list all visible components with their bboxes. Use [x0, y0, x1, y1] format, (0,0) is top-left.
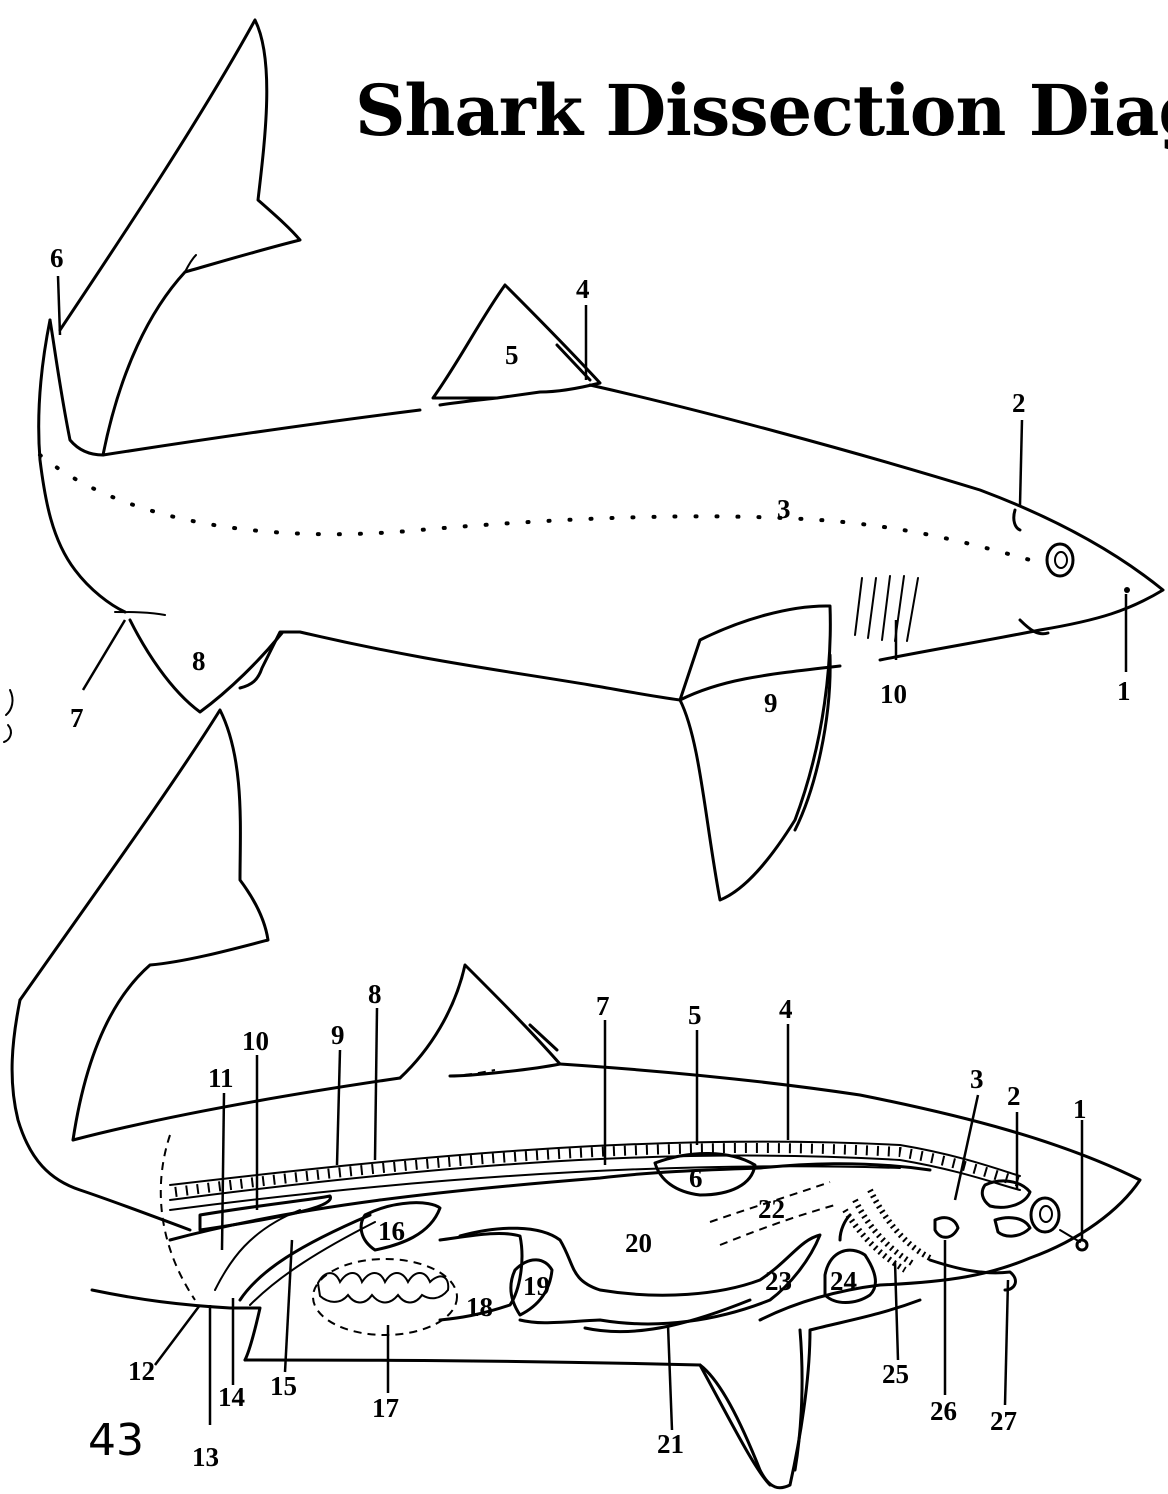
internal-label-8: 8: [368, 979, 382, 1009]
external-label-8: 8: [192, 646, 206, 676]
page-number: 43: [88, 1415, 144, 1466]
internal-label-1: 1: [1073, 1094, 1087, 1124]
internal-label-15: 15: [270, 1371, 297, 1401]
internal-gill-arches: [845, 1190, 930, 1270]
internal-label-27: 27: [990, 1406, 1017, 1436]
external-label-6: 6: [50, 243, 64, 273]
internal-label-23: 23: [765, 1266, 792, 1296]
diagram-title: Shark Dissection Diagram: [355, 69, 1168, 152]
internal-label-21: 21: [657, 1429, 684, 1459]
internal-cut-line: [161, 1135, 195, 1300]
internal-label-22: 22: [758, 1194, 785, 1224]
internal-label-3: 3: [970, 1064, 984, 1094]
external-label-3: 3: [777, 494, 791, 524]
margin-pencil-mark: [4, 690, 13, 742]
internal-label-12: 12: [128, 1356, 155, 1386]
internal-kidney: [200, 1196, 330, 1230]
external-pelvic-fin: [130, 620, 282, 712]
internal-label-13: 13: [192, 1442, 219, 1472]
internal-label-26: 26: [930, 1396, 957, 1426]
external-label-2: 2: [1012, 388, 1026, 418]
external-pectoral-fin: [680, 606, 830, 900]
internal-label-2: 2: [1007, 1081, 1021, 1111]
internal-dorsal-fin: [400, 965, 560, 1078]
internal-labels: 1 2 3 4 5 6 7 8 9 10 11 12 13 14 15 16 1…: [128, 979, 1087, 1472]
internal-eye: [1031, 1198, 1059, 1232]
external-label-5: 5: [505, 340, 519, 370]
external-caudal-fin-upper: [60, 20, 300, 455]
external-label-4: 4: [576, 274, 590, 304]
external-gill-slits: [855, 576, 918, 641]
internal-label-16: 16: [378, 1216, 405, 1246]
internal-label-18: 18: [466, 1292, 493, 1322]
internal-label-24: 24: [830, 1266, 857, 1296]
internal-label-19: 19: [523, 1271, 550, 1301]
internal-label-20: 20: [625, 1228, 652, 1258]
external-label-10: 10: [880, 679, 907, 709]
external-eye: [1047, 544, 1073, 576]
internal-spiral-valve: [313, 1259, 457, 1335]
internal-label-14: 14: [218, 1382, 245, 1412]
internal-shark: [12, 710, 1140, 1488]
external-spiracle: [1014, 510, 1020, 530]
internal-label-10: 10: [242, 1026, 269, 1056]
internal-label-5: 5: [688, 1000, 702, 1030]
external-label-1: 1: [1117, 676, 1131, 706]
external-body-outline: [39, 320, 1163, 700]
external-label-7: 7: [70, 703, 84, 733]
internal-label-7: 7: [596, 991, 610, 1021]
internal-label-4: 4: [779, 994, 793, 1024]
internal-label-6: 6: [689, 1163, 703, 1193]
internal-label-11: 11: [208, 1063, 234, 1093]
external-shark: [39, 20, 1163, 900]
internal-label-9: 9: [331, 1020, 345, 1050]
internal-organ-6: [655, 1153, 755, 1195]
external-label-9: 9: [764, 688, 778, 718]
external-lateral-line: [40, 455, 1030, 560]
internal-brain: [982, 1181, 1030, 1207]
internal-pectoral-fin: [700, 1330, 802, 1485]
internal-label-17: 17: [372, 1393, 399, 1423]
external-nostril: [1124, 587, 1130, 593]
internal-label-25: 25: [882, 1359, 909, 1389]
